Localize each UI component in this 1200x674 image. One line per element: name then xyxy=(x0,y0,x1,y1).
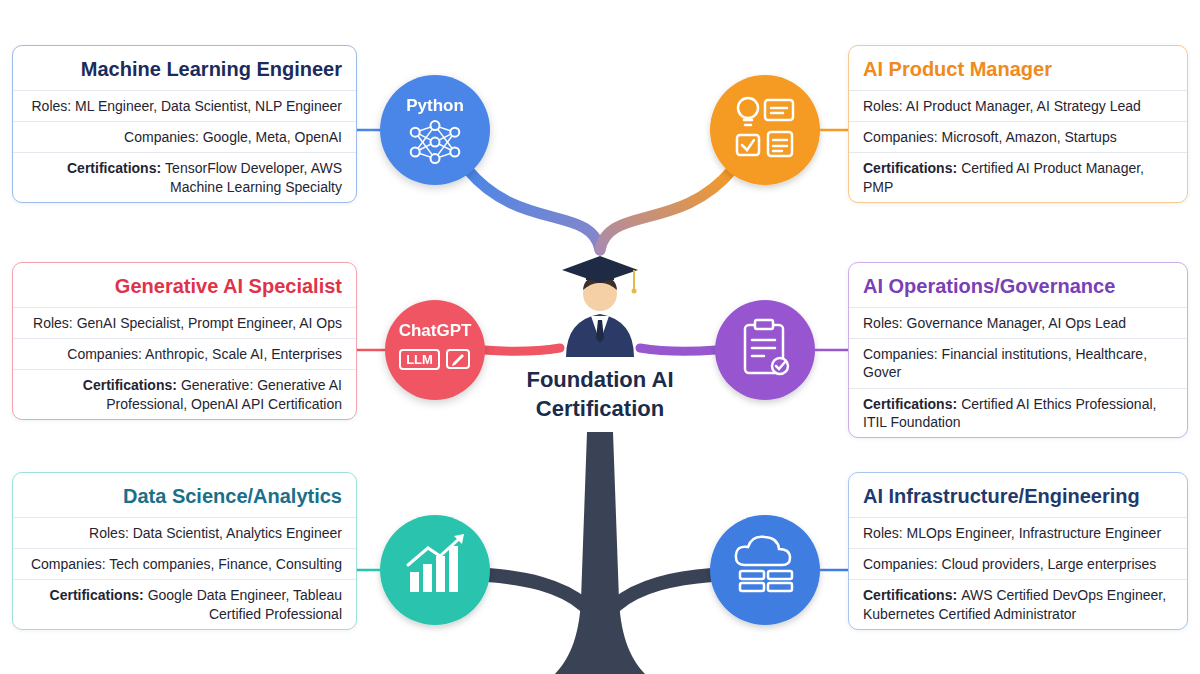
panel-text: TensorFlow Developer, AWS Machine Learni… xyxy=(165,160,342,194)
panel-row: Roles: GenAI Specialist, Prompt Engineer… xyxy=(13,307,356,338)
skill-circle: Python xyxy=(380,75,490,185)
panel-link xyxy=(357,130,848,570)
panel-row: Companies: Tech companies, Finance, Cons… xyxy=(13,548,356,579)
branch xyxy=(484,348,560,351)
panel-text: Google Data Engineer, Tableau Certified … xyxy=(148,587,342,621)
graduate-figure xyxy=(562,256,638,357)
panel-text: Roles: GenAI Specialist, Prompt Engineer… xyxy=(33,315,342,331)
edit-icon xyxy=(445,348,471,370)
llm-chip: LLM xyxy=(399,349,440,370)
career-panel: Generative AI SpecialistRoles: GenAI Spe… xyxy=(12,262,357,420)
panel-row: Certifications:Certified AI Product Mana… xyxy=(849,152,1187,201)
hub-title: Foundation AI Certification xyxy=(470,366,730,423)
panel-row: Roles: AI Product Manager, AI Strategy L… xyxy=(849,90,1187,121)
panel-heading: Data Science/Analytics xyxy=(123,485,342,507)
panel-text: Companies: Anthropic, Scale AI, Enterpri… xyxy=(67,346,342,362)
panel-row: Data Science/Analytics xyxy=(13,473,356,517)
panel-row: AI Infrastructure/Engineering xyxy=(849,473,1187,517)
panel-text: Certifications: xyxy=(67,160,161,176)
panel-row: AI Operations/Governance xyxy=(849,263,1187,307)
panel-text: Companies: Tech companies, Finance, Cons… xyxy=(31,556,342,572)
career-panel: AI Infrastructure/EngineeringRoles: MLOp… xyxy=(848,472,1188,630)
panel-row: Machine Learning Engineer xyxy=(13,46,356,90)
career-panel: AI Product ManagerRoles: AI Product Mana… xyxy=(848,45,1188,203)
panel-heading: AI Infrastructure/Engineering xyxy=(863,485,1140,507)
panel-row: Companies: Google, Meta, OpenAI xyxy=(13,121,356,152)
panel-text: Roles: MLOps Engineer, Infrastructure En… xyxy=(863,525,1161,541)
panel-row: Certifications:Google Data Engineer, Tab… xyxy=(13,579,356,628)
branch xyxy=(488,575,584,605)
career-panel: Machine Learning EngineerRoles: ML Engin… xyxy=(12,45,357,203)
circle-row: ChatGPT xyxy=(399,320,472,342)
panel-row: Companies: Financial institutions, Healt… xyxy=(849,338,1187,387)
panel-row: Generative AI Specialist xyxy=(13,263,356,307)
network-icon xyxy=(411,121,460,163)
panel-row: Certifications:TensorFlow Developer, AWS… xyxy=(13,152,356,201)
panel-row: Roles: ML Engineer, Data Scientist, NLP … xyxy=(13,90,356,121)
circle-text: Python xyxy=(406,96,464,115)
panel-row: Certifications:Certified AI Ethics Profe… xyxy=(849,388,1187,437)
circle-shape xyxy=(380,75,490,185)
chip-text: LLM xyxy=(406,352,433,367)
panel-row: Companies: Anthropic, Scale AI, Enterpri… xyxy=(13,338,356,369)
panel-text: Roles: AI Product Manager, AI Strategy L… xyxy=(863,98,1141,114)
panel-row: Roles: Governance Manager, AI Ops Lead xyxy=(849,307,1187,338)
circle-row: Python xyxy=(406,95,464,117)
cloud-server-icon xyxy=(736,537,792,591)
panel-row: Certifications:Generative: Generative AI… xyxy=(13,369,356,418)
panel-row: Companies: Cloud providers, Large enterp… xyxy=(849,548,1187,579)
career-panel: AI Operations/GovernanceRoles: Governanc… xyxy=(848,262,1188,438)
governance-icon-circle xyxy=(715,300,815,400)
product-icon xyxy=(737,98,793,156)
panel-row: Certifications:AWS Certified DevOps Engi… xyxy=(849,579,1187,628)
icon-row: LLM xyxy=(399,348,471,370)
clipboard-icon xyxy=(745,320,788,374)
panel-text: Roles: ML Engineer, Data Scientist, NLP … xyxy=(31,98,342,114)
panel-text: Certifications: xyxy=(863,160,957,176)
panel-text: Companies: Google, Meta, OpenAI xyxy=(124,129,342,145)
trunk xyxy=(555,432,645,674)
chart-icon xyxy=(408,534,464,592)
panel-text: Certifications: xyxy=(863,396,957,412)
connector xyxy=(357,129,380,132)
branch xyxy=(600,170,732,250)
panel-row: AI Product Manager xyxy=(849,46,1187,90)
career-panel: Data Science/AnalyticsRoles: Data Scient… xyxy=(12,472,357,630)
circle-text: ChatGPT xyxy=(399,321,472,340)
panel-row: Roles: MLOps Engineer, Infrastructure En… xyxy=(849,517,1187,548)
panel-text: Roles: Data Scientist, Analytics Enginee… xyxy=(89,525,342,541)
branch xyxy=(616,575,712,605)
product-icon-circle xyxy=(710,75,820,185)
panel-text: Certifications: xyxy=(50,587,144,603)
panel-text: Certifications: xyxy=(863,587,957,603)
panel-heading: AI Operations/Governance xyxy=(863,275,1115,297)
skill-circle: ChatGPT LLM xyxy=(385,300,485,400)
branch xyxy=(640,348,716,351)
panel-row: Companies: Microsoft, Amazon, Startups xyxy=(849,121,1187,152)
panel-text: Companies: Microsoft, Amazon, Startups xyxy=(863,129,1117,145)
panel-row: Roles: Data Scientist, Analytics Enginee… xyxy=(13,517,356,548)
analytics-icon-circle xyxy=(380,515,490,625)
panel-text: Companies: Cloud providers, Large enterp… xyxy=(863,556,1156,572)
panel-heading: Generative AI Specialist xyxy=(115,275,342,297)
panel-heading: Machine Learning Engineer xyxy=(81,58,342,80)
panel-text: Certifications: xyxy=(83,377,177,393)
branch xyxy=(468,170,600,250)
panel-text: Companies: Financial institutions, Healt… xyxy=(863,346,1147,380)
connector xyxy=(357,349,385,352)
infra-icon-circle xyxy=(710,515,820,625)
panel-heading: AI Product Manager xyxy=(863,58,1052,80)
panel-text: Roles: Governance Manager, AI Ops Lead xyxy=(863,315,1126,331)
